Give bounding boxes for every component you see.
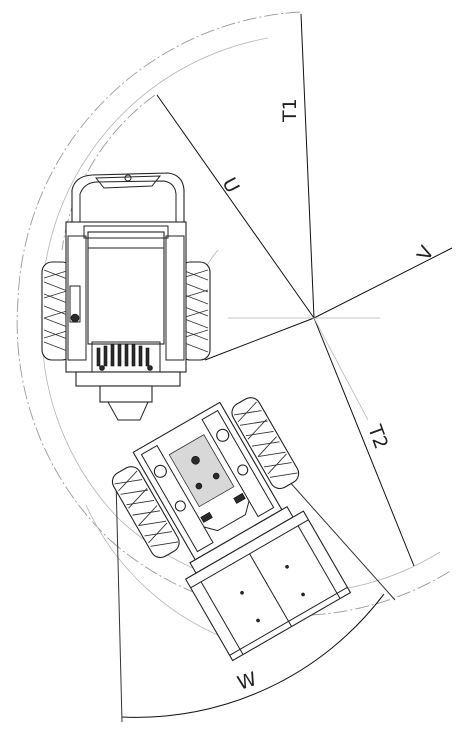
machine-front-section	[111, 397, 352, 662]
w-left-extension	[115, 479, 123, 723]
rear-seat-frame	[83, 225, 169, 239]
bucket-divider-right	[297, 525, 341, 599]
rear-hood-lamp	[124, 174, 132, 182]
label-t1: T1	[279, 98, 301, 123]
rear-bumper	[75, 371, 181, 387]
bucket-bolts	[240, 564, 305, 623]
label-t2: T2	[363, 421, 392, 452]
label-v: V	[413, 243, 439, 265]
hydraulic-block	[168, 434, 235, 508]
w-angle-arc	[121, 593, 385, 718]
dimension-lines	[115, 13, 453, 723]
centre-diagonal-line	[313, 317, 369, 421]
loader-arm-left	[140, 444, 214, 553]
label-w: W	[235, 668, 260, 695]
loader-arm-right	[201, 409, 275, 518]
outer-turning-arc	[16, 11, 301, 541]
front-right-tire	[231, 397, 300, 490]
inner-radius-line	[204, 317, 315, 361]
v-line	[313, 247, 453, 319]
u-line	[156, 94, 315, 319]
engine-cover	[87, 231, 165, 345]
w-right-extension	[287, 479, 396, 601]
rear-right-tire-tread	[181, 269, 209, 353]
rear-chassis-side-left	[67, 235, 87, 361]
bucket-mid-line	[249, 553, 292, 627]
rear-hood-inner	[79, 180, 177, 222]
left-control-knob	[70, 313, 80, 323]
front-left-tire-tread	[114, 470, 179, 547]
rear-hood-top	[94, 175, 162, 189]
machine-rear-section	[41, 172, 211, 421]
articulation-link	[107, 401, 149, 421]
rear-chassis-side-right	[165, 235, 185, 361]
front-left-tire	[111, 466, 180, 559]
inner-turning-arc	[41, 37, 269, 521]
rear-arc	[85, 504, 231, 641]
label-u: U	[218, 174, 244, 197]
t1-line	[300, 13, 315, 319]
front-right-tire-tread	[233, 401, 298, 478]
rear-left-tire-tread	[43, 269, 71, 353]
articulation-joint	[99, 385, 153, 403]
bucket-cutting-edge	[229, 586, 348, 656]
hydraulic-fittings	[153, 428, 250, 532]
rear-hood	[71, 172, 185, 229]
t2-line	[313, 317, 415, 567]
bucket-divider-left	[200, 581, 244, 655]
